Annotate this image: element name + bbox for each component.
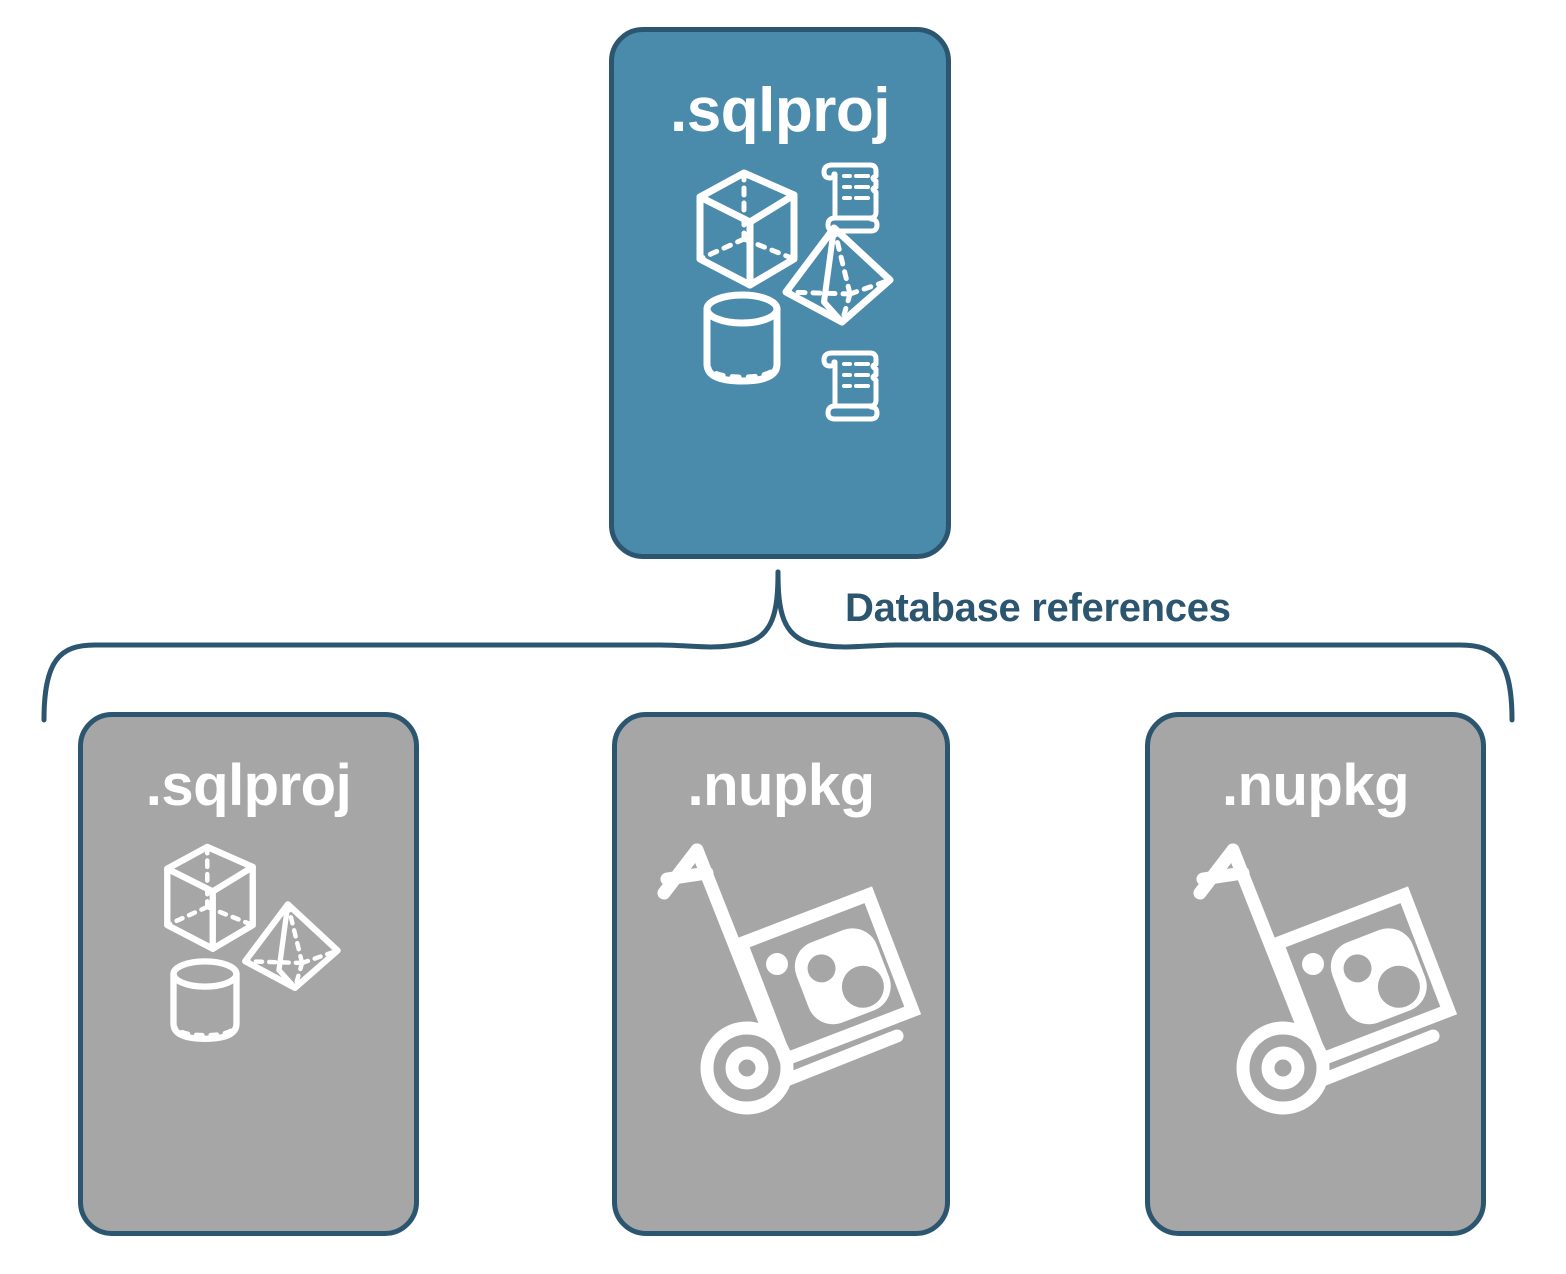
cube-icon [164,843,256,952]
sqlproj-reference-artwork [83,815,414,1231]
pyramid-icon [782,224,894,326]
cylinder-icon [703,291,781,385]
pyramid-icon [242,901,341,991]
scroll-icon [821,350,880,422]
card-sqlproj-reference[interactable]: .sqlproj [78,712,419,1236]
card-title-nupkg-first: .nupkg [687,753,875,818]
card-title-sqlproj-source: .sqlproj [670,76,890,145]
nupkg-first-artwork [617,815,945,1231]
card-nupkg-second[interactable]: .nupkg [1145,712,1486,1236]
source-card-artwork [614,142,946,554]
database-references-brace [41,569,1515,723]
nupkg-second-artwork [1150,815,1481,1231]
hand-truck-package-icon [657,843,922,1115]
card-title-nupkg-second: .nupkg [1221,753,1410,818]
connector-label-database-references: Database references [845,586,1231,630]
cylinder-icon [170,958,240,1042]
cube-icon [696,169,798,289]
card-sqlproj-source[interactable]: .sqlproj [609,27,951,559]
card-nupkg-first[interactable]: .nupkg [612,712,950,1236]
card-title-sqlproj-reference: .sqlproj [145,753,352,818]
hand-truck-package-icon [1193,843,1458,1115]
scroll-icon [821,162,880,234]
